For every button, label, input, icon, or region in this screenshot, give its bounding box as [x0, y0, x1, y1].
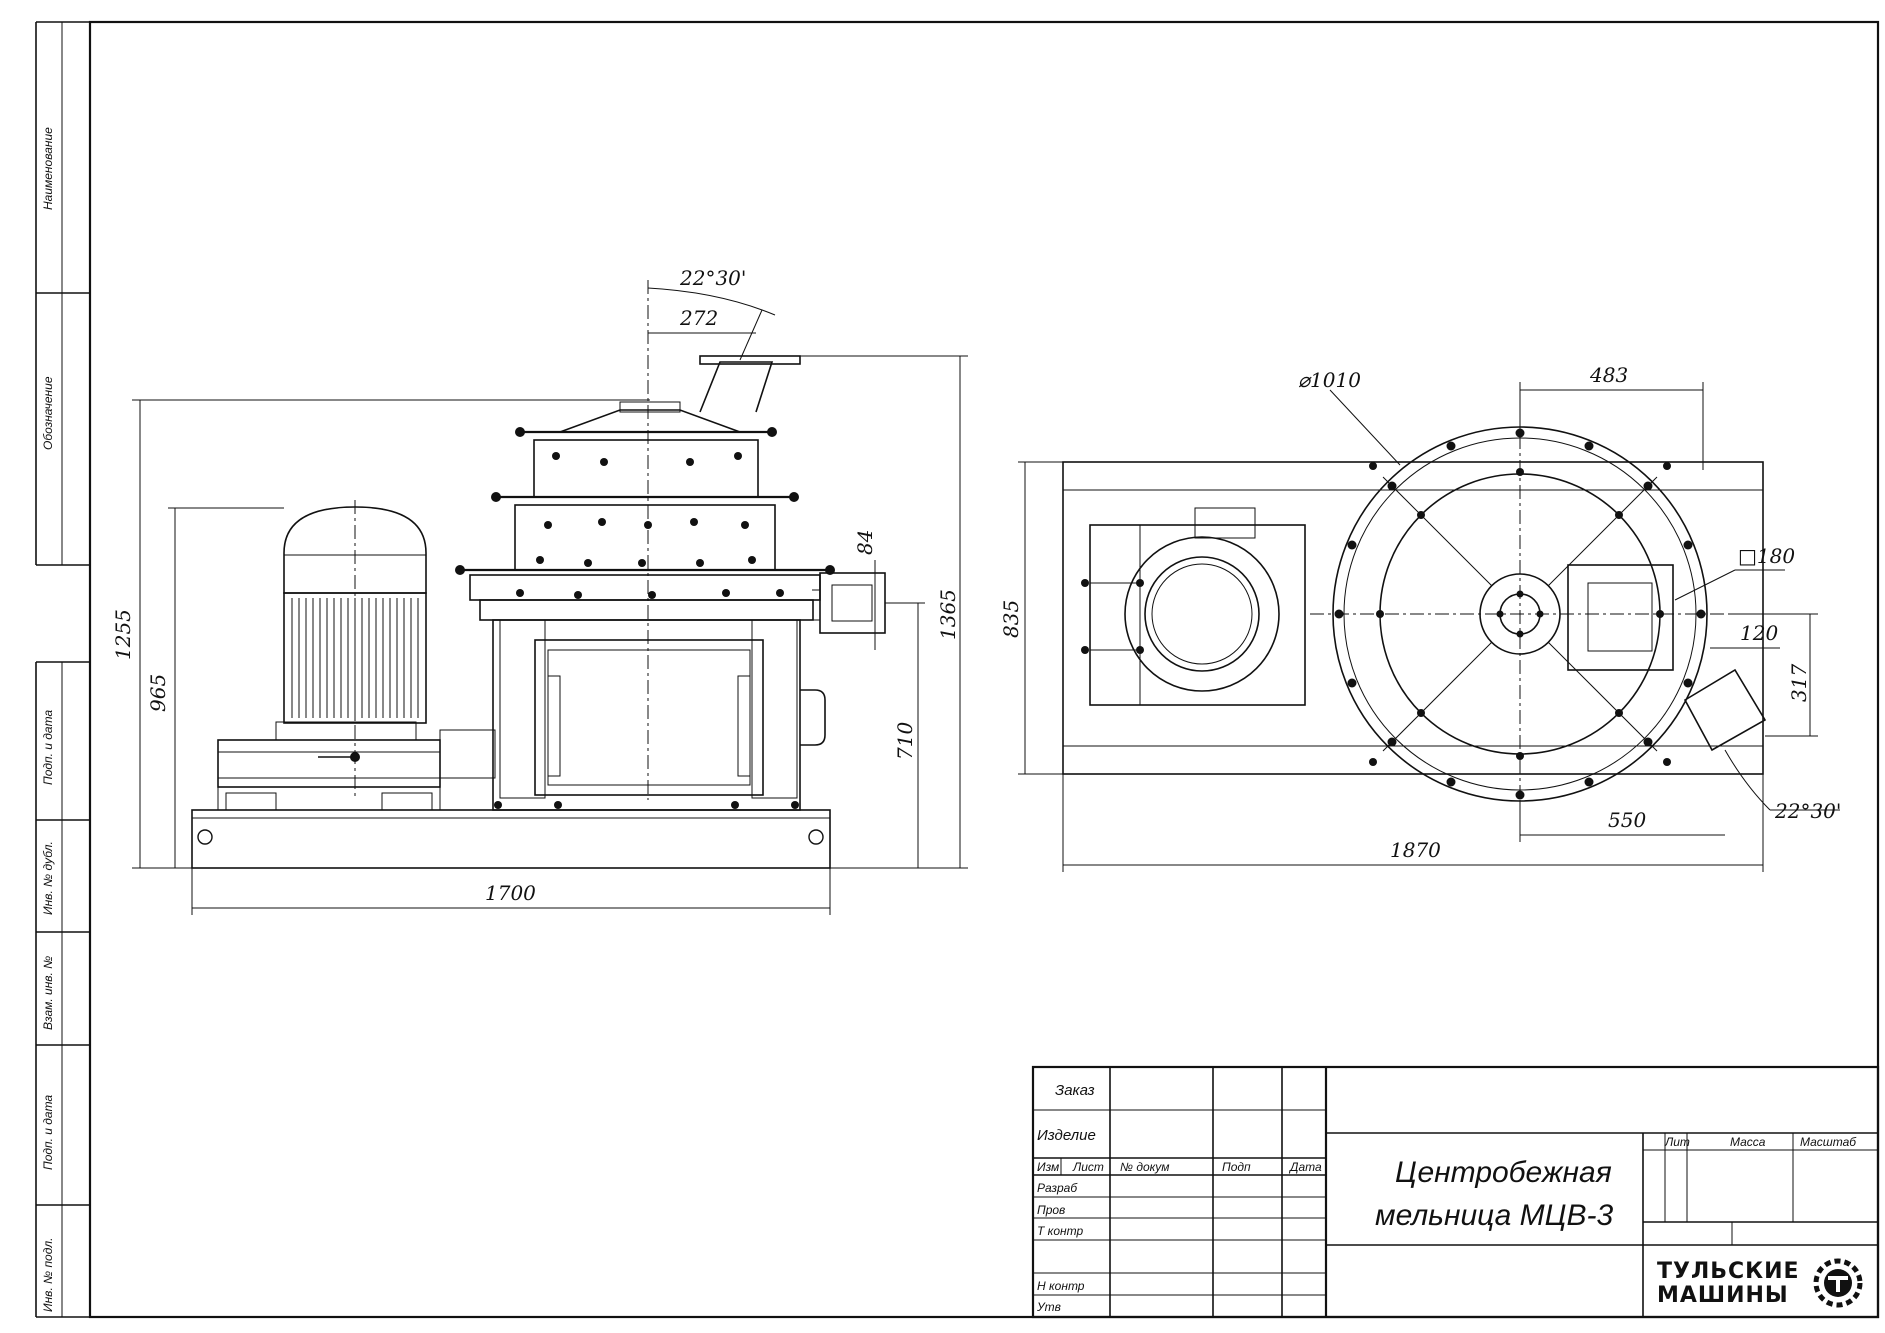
top-dim-square: □180: [1738, 544, 1795, 568]
tb-zakaz: Заказ: [1055, 1082, 1095, 1099]
top-dim-483: 483: [1589, 363, 1628, 387]
stamp-inv-podl: Инв. № подл.: [41, 1238, 55, 1312]
top-view: ⌀1010 483 □180 120 317 835: [999, 363, 1841, 872]
motor-assembly: [217, 500, 496, 811]
top-dimensions: ⌀1010 483 □180 120 317 835: [999, 363, 1841, 872]
stamp-naimenovanie: Наименование: [41, 127, 55, 210]
title-block: Заказ Изделие Изм Лист № докум Подп Дата…: [1031, 1065, 1880, 1319]
front-dim-1365: 1365: [936, 589, 960, 640]
stamp-inv-dubl: Инв. № дубл.: [41, 841, 55, 915]
tb-row-utv: Утв: [1036, 1300, 1061, 1314]
tb-col-izm: Изм: [1037, 1160, 1059, 1174]
sheet-frame: [35, 20, 1880, 1319]
mill-body: [455, 280, 886, 811]
front-bolts: [455, 427, 835, 809]
tb-masshtab: Масштаб: [1800, 1135, 1857, 1149]
top-dim-120: 120: [1740, 621, 1778, 645]
front-dimensions: 22°30' 272 84 1255 965 1365 710: [111, 266, 968, 915]
tb-col-podp: Подп: [1222, 1160, 1251, 1174]
front-dim-84: 84: [853, 530, 877, 555]
stamp-podp-data-2: Подп. и дата: [41, 1095, 55, 1170]
feed-chute: [699, 361, 774, 413]
front-view: 22°30' 272 84 1255 965 1365 710: [111, 266, 968, 915]
stamp-vzam-inv: Взам. инв. №: [41, 956, 55, 1030]
drawing-title-line1: Центробежная: [1395, 1156, 1612, 1189]
top-dim-1870: 1870: [1390, 838, 1441, 862]
tb-row-tkontr: Т контр: [1037, 1224, 1083, 1238]
top-mill-housing: [1310, 410, 1767, 820]
tb-izdelie: Изделие: [1037, 1127, 1096, 1144]
top-dim-angle: 22°30': [1774, 799, 1841, 823]
stamp-podp-data-1: Подп. и дата: [41, 710, 55, 785]
company-name-line2: МАШИНЫ: [1657, 1283, 1789, 1308]
company-name-line1: ТУЛЬСКИЕ: [1657, 1259, 1800, 1284]
top-dim-diameter: ⌀1010: [1298, 368, 1361, 392]
side-stamps: Наименование Обозначение Подп. и дата Ин…: [41, 127, 55, 1312]
tb-col-list: Лист: [1072, 1160, 1104, 1174]
tb-massa: Масса: [1730, 1135, 1766, 1149]
front-dim-1700: 1700: [485, 881, 536, 905]
tb-row-prov: Пров: [1037, 1203, 1065, 1217]
tb-col-doc: № докум: [1120, 1160, 1170, 1174]
front-dim-272: 272: [679, 306, 718, 330]
stamp-oboznachenie: Обозначение: [41, 376, 55, 450]
front-dim-angle: 22°30': [679, 266, 746, 290]
top-frame: [1062, 461, 1764, 775]
drawing-title-line2: мельница МЦВ-3: [1375, 1199, 1613, 1232]
tb-row-razrab: Разраб: [1037, 1181, 1078, 1195]
front-dim-965: 965: [146, 674, 170, 712]
top-dim-550: 550: [1608, 808, 1646, 832]
top-dim-317: 317: [1787, 664, 1811, 702]
tb-lit: Лит: [1664, 1135, 1690, 1149]
front-dim-710: 710: [893, 722, 917, 760]
top-dim-835: 835: [999, 600, 1023, 638]
gear-logo-icon: [1813, 1258, 1863, 1308]
base-frame: [191, 809, 831, 869]
top-motor-housing: [1124, 536, 1280, 692]
tb-col-data: Дата: [1288, 1160, 1322, 1174]
tb-row-nkontr: Н контр: [1037, 1279, 1085, 1293]
front-dim-1255: 1255: [111, 609, 135, 660]
top-bolts: [1334, 428, 1706, 800]
